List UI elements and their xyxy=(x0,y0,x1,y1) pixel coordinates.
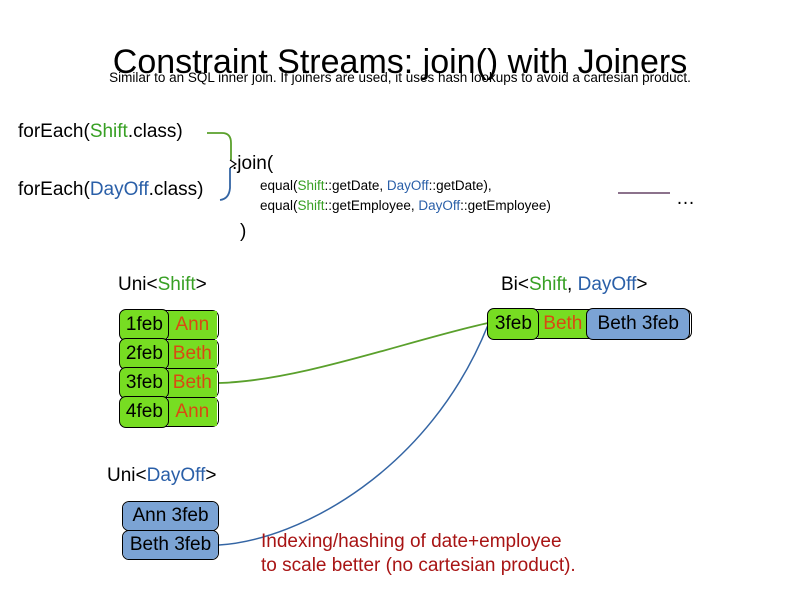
shift-employee-cell: Beth xyxy=(167,369,217,397)
dayoff-cell: Beth 3feb xyxy=(123,531,218,559)
label-bi-suffix: > xyxy=(636,274,648,295)
code-foreach-shift: forEach(Shift.class) xyxy=(18,121,183,143)
page-subtitle: Similar to an SQL inner join. If joiners… xyxy=(109,70,691,85)
code-foreach-shift-type: Shift xyxy=(89,121,128,142)
code-joiner-1-right-type: DayOff xyxy=(386,178,429,193)
code-join-close: ) xyxy=(240,221,247,242)
shift-date-cell: 3feb xyxy=(119,367,170,399)
bi-employee-cell: Beth xyxy=(537,310,588,338)
table-row[interactable]: 3feb Beth Beth 3feb xyxy=(487,308,692,340)
code-foreach-dayoff-suffix: .class) xyxy=(148,179,204,200)
annotation-line-1: Indexing/hashing of date+employee xyxy=(261,531,562,552)
label-uni-shift-suffix: > xyxy=(195,274,207,295)
code-foreach-shift-prefix: forEach( xyxy=(18,121,90,142)
label-bi-prefix: Bi< xyxy=(501,274,529,295)
code-joiner-1: equal(Shift::getDate, DayOff::getDate), xyxy=(260,178,492,193)
annotation-line-2: to scale better (no cartesian product). xyxy=(261,555,576,576)
shift-employee-cell: Ann xyxy=(167,311,217,339)
dayoff-cell: Ann 3feb xyxy=(123,502,218,530)
table-row[interactable]: 1feb Ann xyxy=(119,309,219,341)
shift-employee-cell: Ann xyxy=(167,398,217,426)
code-joiner-2: equal(Shift::getEmployee, DayOff::getEmp… xyxy=(260,198,551,213)
brace-blue-dayoff xyxy=(219,168,231,201)
table-row[interactable]: 4feb Ann xyxy=(119,396,219,428)
label-bi-separator: , xyxy=(567,274,578,295)
bi-dayoff-cell: Beth 3feb xyxy=(586,308,691,340)
code-joiner-1-left-method: ::getDate, xyxy=(324,178,387,193)
label-uni-dayoff: Uni<DayOff> xyxy=(107,465,217,487)
code-joiner-2-left-method: ::getEmployee, xyxy=(324,198,419,213)
label-uni-dayoff-suffix: > xyxy=(205,465,217,486)
label-bi-type-b: DayOff xyxy=(577,274,637,295)
label-uni-dayoff-type: DayOff xyxy=(146,465,206,486)
label-uni-shift-type: Shift xyxy=(157,274,196,295)
connector-dayoff-to-bi xyxy=(218,324,489,546)
shift-date-cell: 1feb xyxy=(119,309,170,341)
code-joiner-2-right-method: ::getEmployee) xyxy=(460,198,551,213)
table-row[interactable]: 2feb Beth xyxy=(119,338,219,370)
code-foreach-dayoff-prefix: forEach( xyxy=(18,179,90,200)
connector-shift-to-bi xyxy=(218,322,489,384)
label-bi-stream: Bi<Shift, DayOff> xyxy=(501,274,647,296)
code-foreach-dayoff: forEach(DayOff.class) xyxy=(18,179,204,201)
label-uni-dayoff-prefix: Uni< xyxy=(107,465,147,486)
shift-employee-cell: Beth xyxy=(167,340,217,368)
code-foreach-shift-suffix: .class) xyxy=(127,121,183,142)
code-foreach-dayoff-type: DayOff xyxy=(89,179,149,200)
shift-date-cell: 2feb xyxy=(119,338,170,370)
code-joiner-2-left-type: Shift xyxy=(297,198,325,213)
table-row[interactable]: Beth 3feb xyxy=(122,530,219,560)
code-joiner-1-right-method: ::getDate), xyxy=(428,178,492,193)
label-bi-type-a: Shift xyxy=(529,274,568,295)
code-joiner-2-right-type: DayOff xyxy=(418,198,461,213)
code-joiner-1-left-type: Shift xyxy=(297,178,325,193)
shift-date-cell: 4feb xyxy=(119,396,170,428)
annotation-note: Indexing/hashing of date+employee to sca… xyxy=(261,530,576,578)
table-row[interactable]: 3feb Beth xyxy=(119,367,219,399)
label-uni-shift-prefix: Uni< xyxy=(118,274,158,295)
table-row[interactable]: Ann 3feb xyxy=(122,501,219,531)
label-uni-shift: Uni<Shift> xyxy=(118,274,207,296)
page-title: Constraint Streams: join() with Joiners xyxy=(112,42,688,81)
brace-green-shift xyxy=(207,132,232,160)
code-joiner-1-prefix: equal( xyxy=(260,178,298,193)
code-ellipsis: … xyxy=(676,188,695,209)
code-join-open: .join( xyxy=(232,153,274,174)
bi-date-cell: 3feb xyxy=(487,308,540,340)
code-joiner-2-prefix: equal( xyxy=(260,198,298,213)
